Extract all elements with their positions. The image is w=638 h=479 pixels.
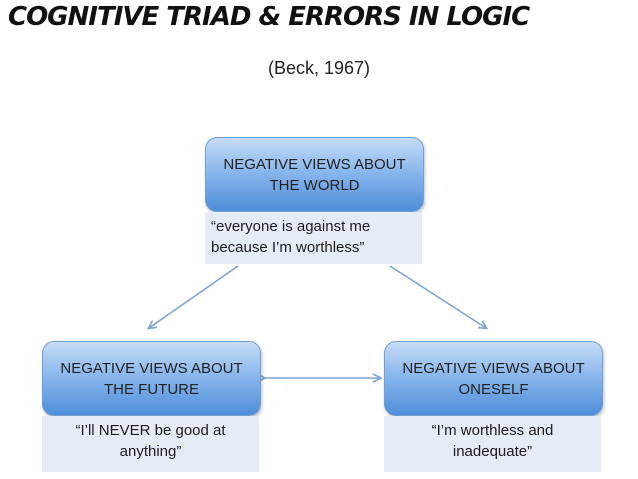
note-self-line2: inadequate” xyxy=(452,443,533,460)
node-self: NEGATIVE VIEWS ABOUT ONESELF xyxy=(384,341,603,416)
note-world: “everyone is against me because I’m wort… xyxy=(205,212,422,264)
node-world-line2: THE WORLD xyxy=(269,176,360,194)
note-future: “I’ll NEVER be good at anything” xyxy=(42,416,259,472)
node-future-line2: THE FUTURE xyxy=(104,380,199,398)
note-self-line1: “I’m worthless and xyxy=(431,422,554,439)
note-future-line1: “I’ll NEVER be good at xyxy=(75,422,226,439)
citation-subtitle: (Beck, 1967) xyxy=(267,58,371,78)
node-future-line1: NEGATIVE VIEWS ABOUT xyxy=(60,359,243,377)
node-self-line2: ONESELF xyxy=(458,380,529,398)
node-world: NEGATIVE VIEWS ABOUT THE WORLD xyxy=(205,137,424,212)
slide-title: COGNITIVE TRIAD & ERRORS IN LOGIC xyxy=(8,2,530,32)
note-future-line2: anything” xyxy=(119,443,182,460)
note-self: “I’m worthless and inadequate” xyxy=(384,416,601,472)
node-world-line1: NEGATIVE VIEWS ABOUT xyxy=(223,155,406,173)
arrow-world-to-future xyxy=(149,265,239,328)
node-self-line1: NEGATIVE VIEWS ABOUT xyxy=(402,359,585,377)
arrow-world-to-self xyxy=(389,265,486,328)
note-world-line2: because I’m worthless” xyxy=(211,239,365,256)
note-world-line1: “everyone is against me xyxy=(211,218,371,235)
node-future: NEGATIVE VIEWS ABOUT THE FUTURE xyxy=(42,341,261,416)
